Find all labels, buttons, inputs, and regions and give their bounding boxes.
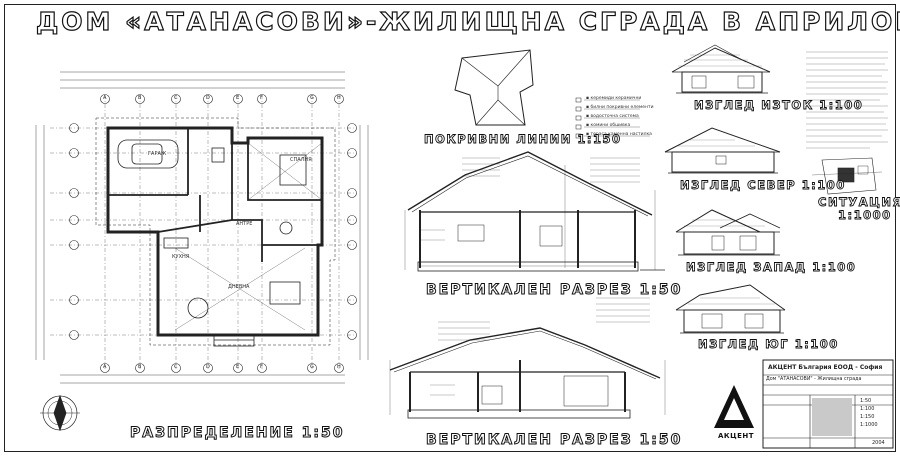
company-logo-text: АКЦЕНТ (718, 432, 755, 440)
grid-letter: A (103, 95, 107, 101)
site-plan (811, 157, 883, 195)
site-label: СИТУАЦИЯ (818, 195, 900, 210)
section-1 (404, 151, 665, 272)
grid-letter: D (206, 364, 210, 370)
grid-letter: C (174, 95, 178, 101)
grid-letter: E (236, 95, 240, 101)
plan-label: РАЗПРЕДЕЛЕНИЕ 1:50 (130, 425, 345, 442)
room-bedroom: СПАЛНЯ (290, 157, 312, 163)
site-scale-label: 1:1000 (838, 208, 892, 223)
title-block-scale: 1:1000 (860, 422, 878, 428)
title-block-lines (762, 359, 894, 449)
title-block-year: 2004 (872, 440, 885, 446)
section-1-label: ВЕРТИКАЛЕН РАЗРЕЗ 1:50 (425, 282, 683, 299)
grid-letter: F (260, 364, 263, 370)
elevation-west (675, 209, 781, 256)
legend-item: ▪ керемиди керамични (586, 96, 642, 101)
grid-letter: H (337, 95, 341, 101)
title-block-scale: 1:150 (860, 414, 875, 420)
accent-logo-icon (714, 385, 754, 428)
grid-letter: F (260, 95, 263, 101)
spec-notes (806, 51, 888, 149)
grid-letter: E (236, 364, 240, 370)
legend-item: ▪ билни покривни елементи (586, 105, 654, 110)
grid-letter: A (103, 364, 107, 370)
grid-letter: B (138, 95, 142, 101)
legend-item: ▪ комини обшивка (586, 123, 631, 128)
floor-plan (35, 71, 369, 432)
grid-letter: C (174, 364, 178, 370)
room-hall: АНТРЕ (236, 221, 253, 227)
title-block-company: АКЦЕНТ България ЕООД - София (768, 364, 883, 371)
material-legend (575, 97, 650, 139)
grid-letter: H (337, 364, 341, 370)
roof-plan (454, 49, 534, 126)
west-elevation-label: ИЗГЛЕД ЗАПАД 1:100 (686, 260, 857, 275)
grid-letter: B (138, 364, 142, 370)
sheet-border (4, 4, 896, 452)
title-block-project: Дом "АТАНАСОВИ" - Жилищна сграда (766, 377, 862, 382)
title-block-scale: 1:50 (860, 398, 872, 404)
room-kitchen: КУХНЯ (172, 254, 190, 260)
elevation-south (675, 284, 786, 334)
redacted-signature (812, 398, 852, 436)
grid-letter: G (310, 364, 314, 370)
legend-item: ▪ водосточна система (586, 114, 639, 119)
section-2 (389, 327, 666, 419)
section-annotations (420, 157, 650, 396)
grid-letter: G (310, 95, 314, 101)
east-elevation-label: ИЗГЛЕД ИЗТОК 1:100 (694, 98, 864, 113)
room-living: ДНЕВНА (228, 284, 250, 290)
north-arrow-icon (40, 394, 80, 432)
section-2-label: ВЕРТИКАЛЕН РАЗРЕЗ 1:50 (425, 432, 683, 449)
room-garage: ГАРАЖ (148, 151, 167, 157)
north-elevation-label: ИЗГЛЕД СЕВЕР 1:100 (680, 178, 846, 193)
roof-lines-label: ПОКРИВНИ ЛИНИИ 1:150 (424, 132, 622, 147)
legend-item: ▪ тераса каменна настилка (586, 132, 652, 137)
drawing-title: ДОМ «АТАНАСОВИ»-ЖИЛИЩНА СГРАДА В АПРИЛОВ… (35, 6, 900, 36)
elevation-north (664, 127, 781, 174)
elevation-east (671, 44, 771, 94)
grid-letter: D (206, 95, 210, 101)
title-block-scale: 1:100 (860, 406, 875, 412)
south-elevation-label: ИЗГЛЕД ЮГ 1:100 (698, 337, 839, 352)
